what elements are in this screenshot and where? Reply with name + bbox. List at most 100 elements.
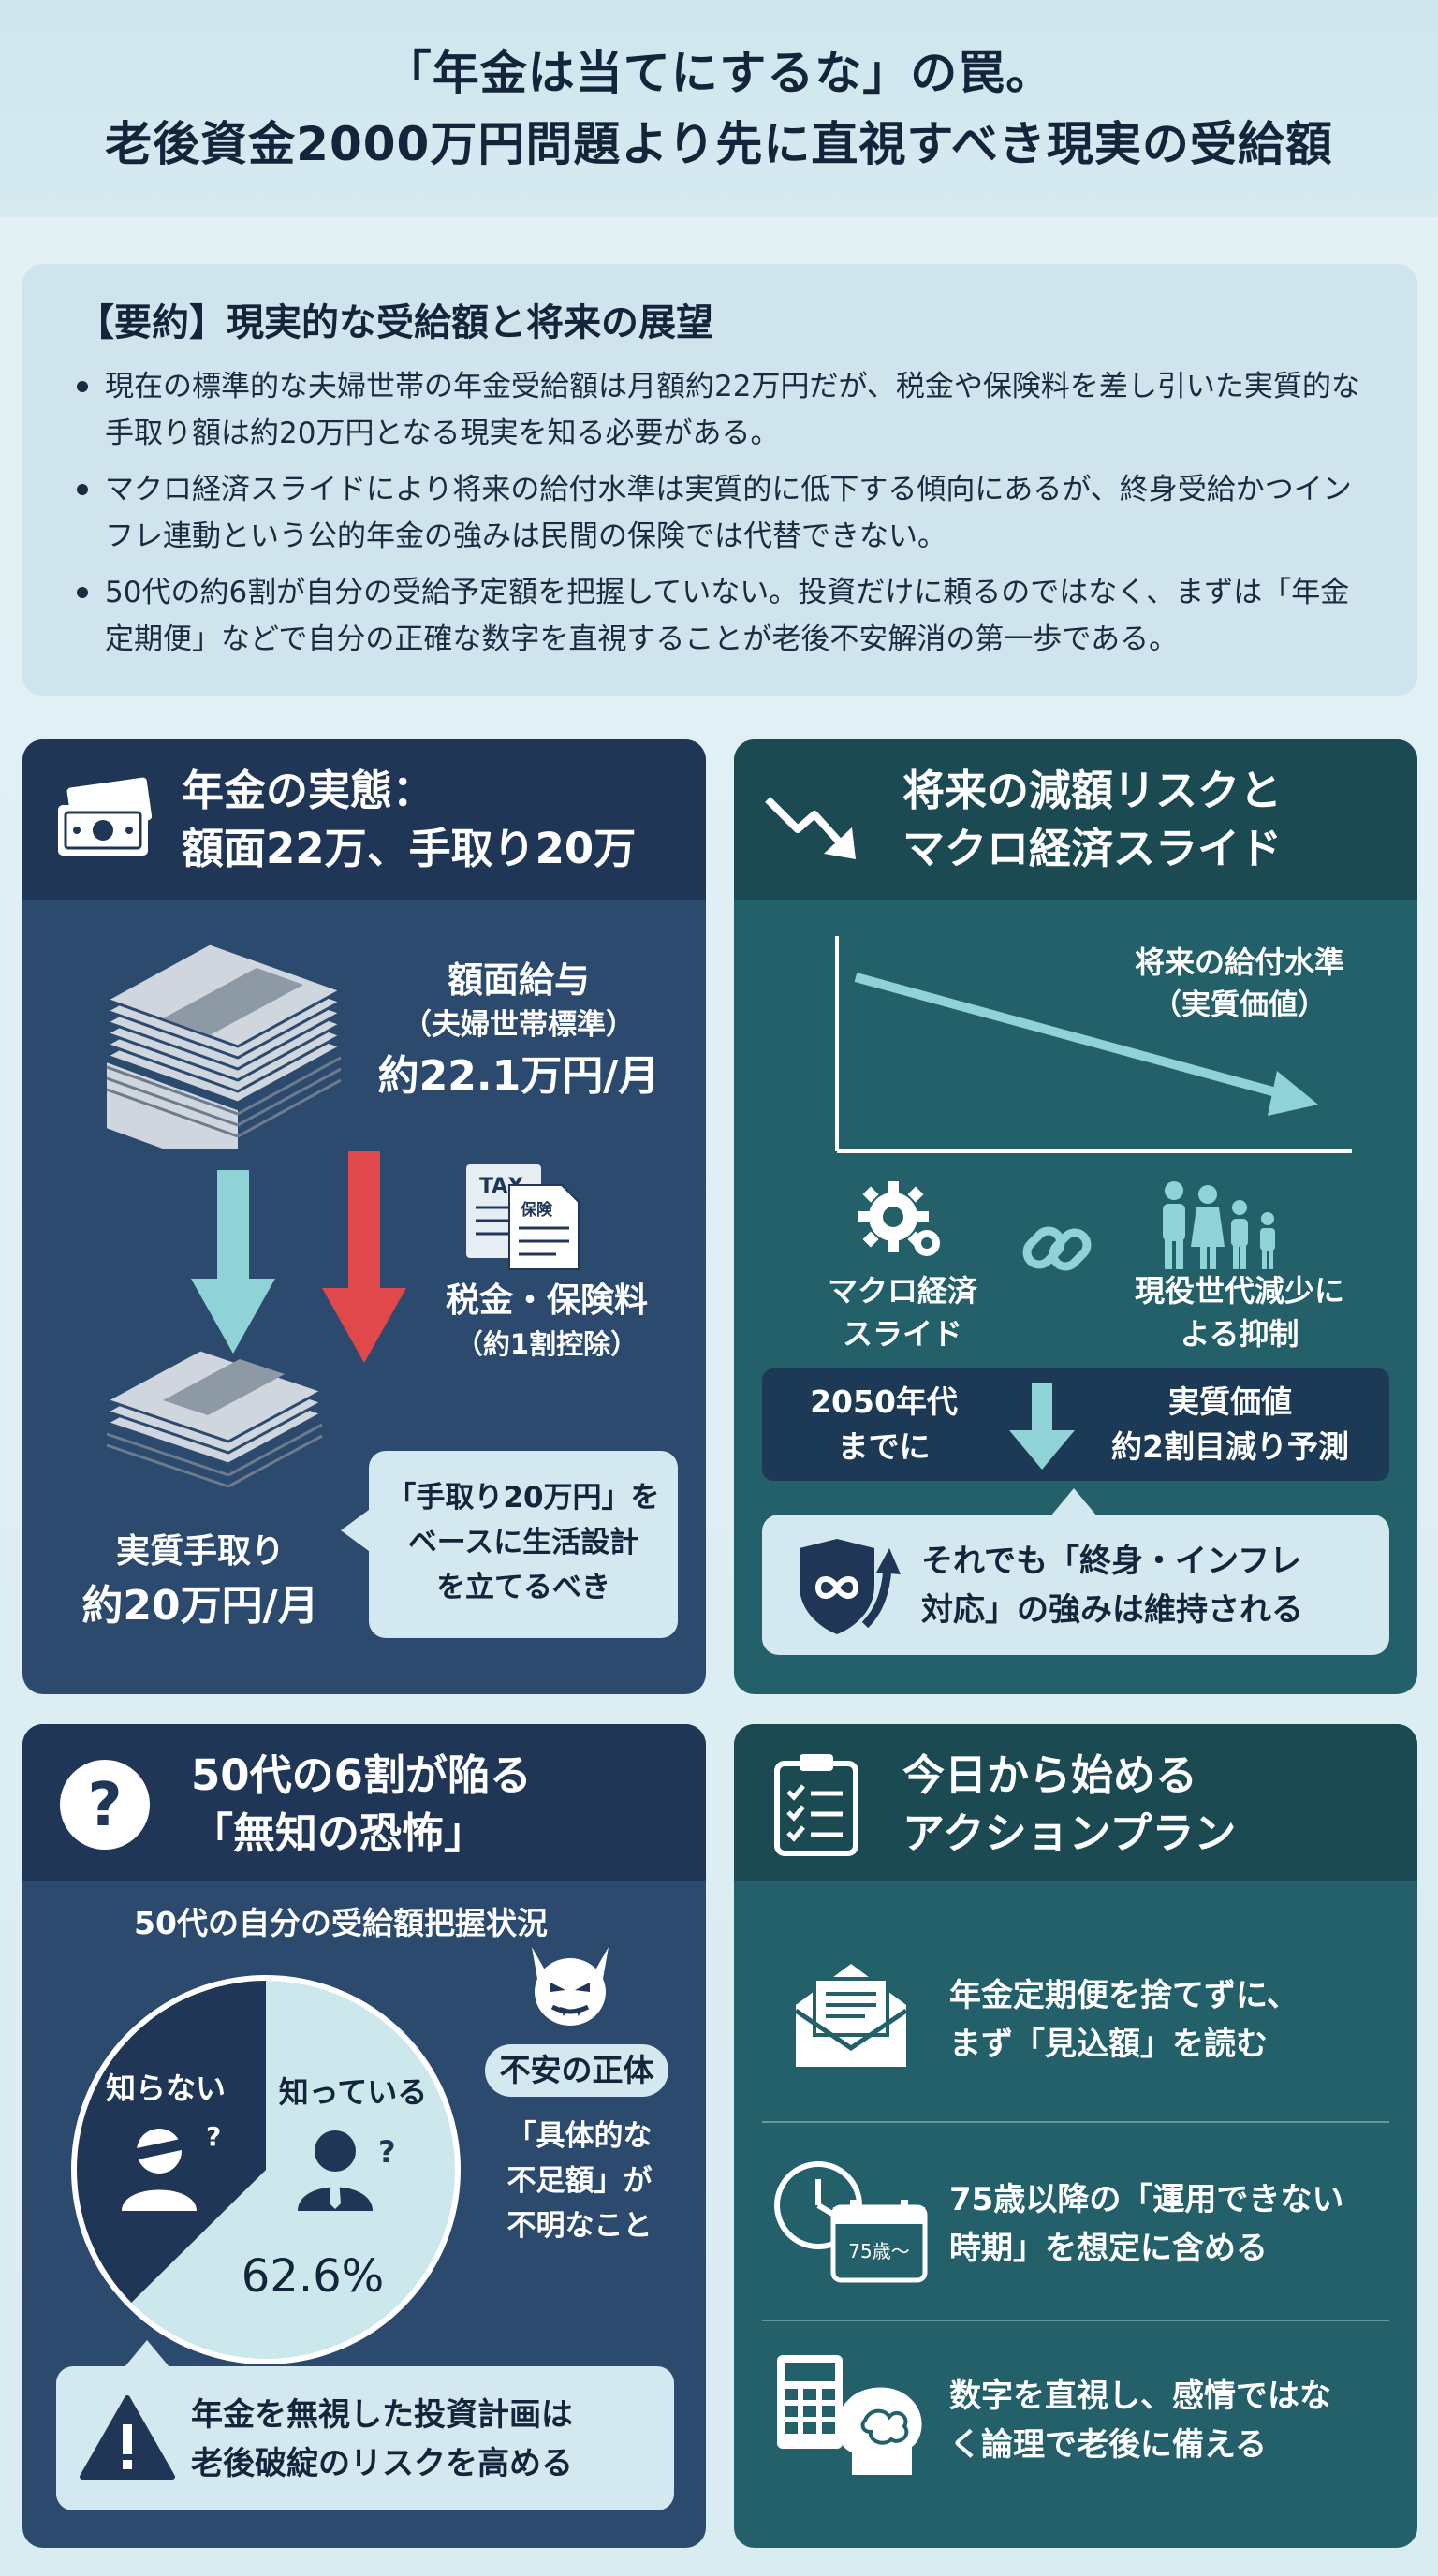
bubble-pointer-up <box>1050 1488 1097 1516</box>
page-title-line1: 「年金は当てにするな」の罠。 <box>384 46 1054 100</box>
cash-icon <box>58 777 153 856</box>
strength-line1: それでも「終身・インフレ <box>921 1543 1301 1580</box>
insurance-icon-label: 保険 <box>520 1200 553 1220</box>
advice-bubble: 「手取り20万円」を ベースに生活設計 を立てるべき <box>369 1451 678 1638</box>
decline-line <box>854 973 1288 1100</box>
pie-chart-title: 50代の自分の受給額把握状況 <box>134 1905 548 1941</box>
card2-title-line1: 将来の減額リスクと <box>902 766 1283 815</box>
trend-down-icon <box>765 797 856 859</box>
advice-line2: ベースに生活設計 <box>407 1526 639 1559</box>
svg-text:?: ? <box>378 2134 396 2170</box>
gross-label: 額面給与 <box>447 959 590 1001</box>
money-stack-icon <box>103 944 345 1149</box>
reduction-label-line2: 約2割目減り予測 <box>1111 1428 1349 1465</box>
macro-label-line2: スライド <box>842 1316 962 1352</box>
card-header: ? 50代の6割が陥る 「無知の恐怖」 <box>22 1724 706 1881</box>
arrow-down-red-icon <box>322 1151 406 1363</box>
open-envelope-icon <box>794 1964 908 2067</box>
card-pension-reality: 年金の実態： 額面22万、手取り20万 額面給与 （夫婦世帯標準） 約22.1万… <box>22 739 706 1694</box>
tax-document-icon: TAX 保険 <box>466 1164 580 1270</box>
card1-title-line2: 額面22万、手取り20万 <box>182 824 637 873</box>
pie-slice-known <box>129 1978 458 2362</box>
tax-label: 税金・保険料 <box>445 1281 648 1320</box>
summary-box: 【要約】現実的な受給額と将来の展望 現在の標準的な夫婦世帯の年金受給額は月額約2… <box>22 264 1417 696</box>
advice-line1: 「手取り20万円」を <box>387 1481 660 1515</box>
summary-title: 【要約】現実的な受給額と将来の展望 <box>77 301 713 344</box>
anxiety-title: 不安の正体 <box>499 2052 654 2088</box>
anxiety-line2: 不足額」が <box>506 2164 653 2198</box>
pie-label-unknown: 知らない <box>105 2071 226 2106</box>
strength-line2: 対応」の強みは維持される <box>921 1591 1303 1629</box>
reduction-bar <box>762 1368 1389 1481</box>
advice-line3: を立てるべき <box>436 1571 610 1604</box>
calculator-brain-icon <box>777 2355 922 2475</box>
svg-text:?: ? <box>206 2121 221 2152</box>
divider <box>762 2320 1389 2321</box>
clock-calendar-icon: 75歳〜 <box>774 2161 928 2283</box>
card-ignorance-fear: ? 50代の6割が陥る 「無知の恐怖」 50代の自分の受給額把握状況 知らない … <box>22 1724 706 2548</box>
card-header: 年金の実態： 額面22万、手取り20万 <box>22 739 706 900</box>
action3-line2: く論理で老後に備える <box>949 2426 1267 2464</box>
year-label-line1: 2050年代 <box>810 1383 958 1420</box>
chart-label-line2: （実質価値） <box>1152 988 1327 1022</box>
warning-icon <box>80 2395 175 2480</box>
monster-icon <box>532 1947 609 2026</box>
card4-title-line1: 今日から始める <box>902 1750 1198 1800</box>
shield-infinity-icon <box>800 1539 901 1634</box>
bubble-pointer <box>341 1507 373 1554</box>
action2-line2: 時期」を想定に含める <box>949 2230 1268 2267</box>
card2-title-line2: マクロ経済スライド <box>902 824 1283 873</box>
link-chain-icon <box>1022 1226 1092 1271</box>
calendar-label: 75歳〜 <box>848 2240 909 2262</box>
question-icon: ? <box>60 1760 150 1850</box>
action3-line1: 数字を直視し、感情ではな <box>949 2378 1331 2415</box>
card-header: 今日から始める アクションプラン <box>734 1724 1417 1881</box>
decline-chart <box>835 936 1352 1153</box>
blindfold-person-icon: ? <box>122 2121 221 2211</box>
warning-line1: 年金を無視した投資計画は <box>191 2396 573 2434</box>
year-label-line2: までに <box>837 1428 931 1465</box>
population-label-line2: よる抑制 <box>1180 1316 1299 1352</box>
gross-value: 約22.1万円/月 <box>377 1052 660 1100</box>
population-label-line1: 現役世代減少に <box>1134 1273 1344 1309</box>
family-icon <box>1163 1181 1275 1269</box>
card1-title-line1: 年金の実態： <box>182 766 435 815</box>
pie-percent-label: 62.6% <box>241 2250 385 2303</box>
net-value: 約20万円/月 <box>81 1582 319 1630</box>
card-header: 将来の減額リスクと マクロ経済スライド <box>734 739 1417 900</box>
anxiety-badge <box>485 2044 668 2097</box>
svg-text:?: ? <box>87 1771 122 1840</box>
chart-label-line1: 将来の給付水準 <box>1134 944 1344 980</box>
gross-sub: （夫婦世帯標準） <box>403 1008 635 1042</box>
reduction-label-line1: 実質価値 <box>1168 1383 1292 1420</box>
card3-title-line1: 50代の6割が陥る <box>191 1750 532 1800</box>
bubble-pointer-up <box>124 2340 170 2368</box>
action2-line1: 75歳以降の「運用できない <box>949 2181 1344 2218</box>
tax-sub: （約1割控除） <box>455 1328 638 1360</box>
page-header: 「年金は当てにするな」の罠。 老後資金2000万円問題より先に直視すべき現実の受… <box>0 0 1438 217</box>
page-title-line2: 老後資金2000万円問題より先に直視すべき現実の受給額 <box>105 117 1333 171</box>
decline-arrowhead <box>1268 1071 1318 1116</box>
divider <box>762 2121 1389 2123</box>
arrow-down-icon <box>1009 1383 1075 1470</box>
summary-bullet-2: マクロ経済スライドにより将来の給付水準は実質的に低下する傾向にあるが、終身受給か… <box>69 466 1371 560</box>
card3-title-line2: 「無知の恐怖」 <box>191 1808 487 1858</box>
warning-line2: 老後破綻のリスクを高める <box>191 2445 573 2482</box>
warning-bubble <box>56 2366 674 2510</box>
pie-label-known: 知っている <box>278 2074 428 2110</box>
money-stack-small-icon <box>103 1348 326 1488</box>
action1-line1: 年金定期便を捨てずに、 <box>949 1977 1299 2014</box>
business-person-icon: ? <box>298 2130 396 2211</box>
summary-bullet-3: 50代の約6割が自分の受給予定額を把握していない。投資だけに頼るのではなく、まず… <box>69 569 1371 663</box>
card4-title-line2: アクションプラン <box>902 1808 1237 1858</box>
summary-bullet-1: 現在の標準的な夫婦世帯の年金受給額は月額約22万円だが、税金や保険料を差し引いた… <box>69 363 1371 457</box>
macro-label-line1: マクロ経済 <box>827 1273 977 1309</box>
anxiety-line1: 「具体的な <box>506 2119 653 2153</box>
action1-line2: まず「見込額」を読む <box>949 2026 1268 2063</box>
clipboard-checklist-icon <box>774 1754 858 1856</box>
net-label: 実質手取り <box>115 1532 285 1571</box>
gears-icon <box>858 1181 940 1256</box>
card-action-plan: 今日から始める アクションプラン 年金定期便を捨てずに、 まず「見込額」を読む … <box>734 1724 1417 2548</box>
summary-list: 現在の標準的な夫婦世帯の年金受給額は月額約22万円だが、税金や保険料を差し引いた… <box>69 363 1371 663</box>
card-future-reduction: 将来の減額リスクと マクロ経済スライド 将来の給付水準 （実質価値） マクロ経済 <box>734 739 1417 1694</box>
